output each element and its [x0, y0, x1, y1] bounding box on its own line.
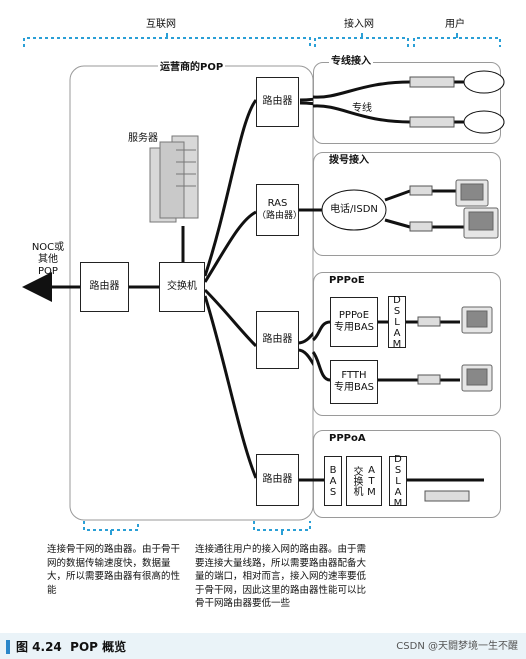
- router-backbone: 路由器: [80, 262, 129, 312]
- pppoe-title: PPPoE: [329, 275, 365, 286]
- backbone-lines: [22, 99, 258, 479]
- label-access-network: 接入网: [344, 19, 374, 30]
- server-label: 服务器: [128, 133, 158, 144]
- router-leased: 路由器: [256, 77, 299, 127]
- pop-title: 运营商的POP: [158, 62, 226, 74]
- label-internet: 互联网: [146, 19, 176, 30]
- ftth-bas-box: FTTH 专用BAS: [330, 360, 378, 404]
- leased-title: 专线接入: [329, 56, 373, 68]
- ras-box: RAS （路由器）: [256, 184, 302, 236]
- pppoa-bas-box: BAS: [324, 456, 342, 506]
- pppoa-title: PPPoA: [329, 433, 366, 444]
- pppoa-switch-atm-box: 交换机 ATM: [346, 456, 382, 506]
- router-pppoe: 路由器: [256, 311, 299, 369]
- pppoa-dslam-box: DSLAM: [389, 454, 407, 509]
- router-pppoa: 路由器: [256, 454, 299, 506]
- label-user: 用户: [445, 19, 465, 30]
- caption-mark: [6, 640, 10, 654]
- dialup-cloud-label: 电话/ISDN: [330, 204, 378, 215]
- watermark: CSDN @天闘梦境一生不醒: [396, 641, 518, 652]
- pppoe-bas-box: PPPoE 专用BAS: [330, 297, 378, 347]
- note-backbone-router: 连接骨干网的路由器。由于骨干网的数据传输速度快，数据量大，所以需要路由器有很高的…: [47, 544, 181, 596]
- leased-line-label: 专线: [352, 103, 372, 114]
- caption-bar: [0, 633, 526, 659]
- panel-pppoa: [313, 430, 501, 518]
- bracket-ticks: [110, 33, 458, 535]
- pppoe-dslam-box: DSLAM: [388, 295, 406, 350]
- noc-label: NOC或 其他 POP: [31, 242, 65, 277]
- phone-isdn-cloud: [321, 189, 387, 231]
- switch-box: 交换机: [159, 262, 205, 312]
- dialup-title: 拨号接入: [329, 155, 369, 166]
- server-icon: [149, 135, 199, 223]
- note-access-router: 连接通往用户的接入网的路由器。由于需要连接大量线路，所以需要路由器配备大量的端口…: [195, 544, 367, 609]
- figure-caption: 图 4.24 POP 概览: [16, 640, 127, 654]
